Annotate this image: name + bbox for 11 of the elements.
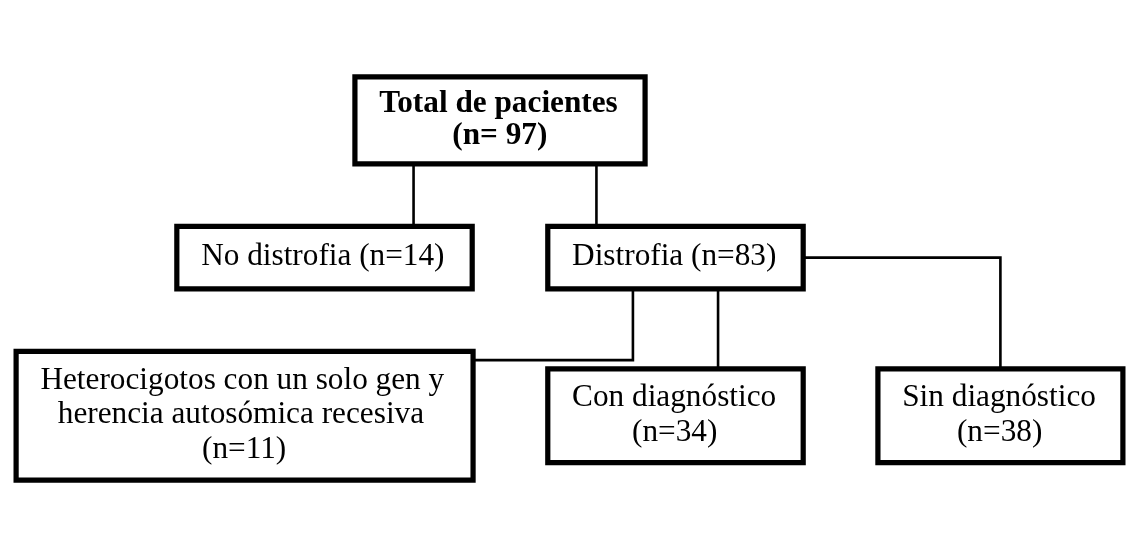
node-box: Distrofia (n=83): [545, 223, 806, 292]
node-box: Con diagnóstico (n=34): [545, 366, 806, 466]
node-box: No distrofia (n=14): [174, 223, 475, 292]
connector: [595, 164, 598, 227]
connector: [412, 164, 415, 227]
node-box: Total de pacientes (n= 97): [352, 74, 648, 167]
connector: [803, 256, 1002, 369]
node-box: Heterocigotos con un solo gen y herencia autosómica recesiva (n=11): [13, 348, 476, 483]
node-box: Sin diagnóstico (n=38): [875, 366, 1126, 466]
connector: [716, 289, 720, 369]
connector: [473, 288, 635, 362]
